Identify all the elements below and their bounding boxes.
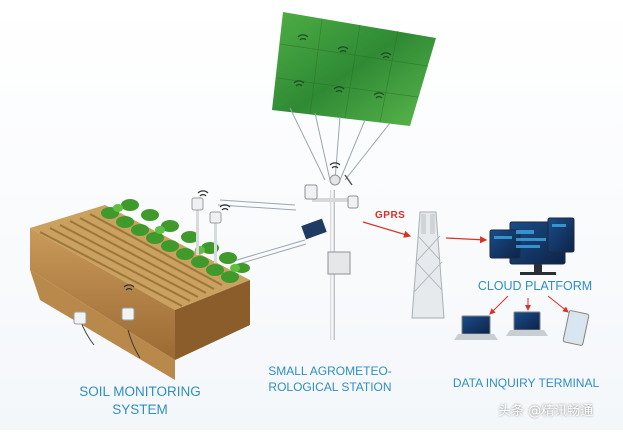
laptop-icon [454, 311, 548, 340]
station-line2: ROLOGICAL STATION [268, 380, 392, 395]
drone-map [272, 12, 436, 126]
gprs-arrow [362, 221, 412, 238]
soil-field [30, 199, 250, 380]
gprs-tower-icon [411, 211, 445, 319]
sensor-links [217, 199, 307, 267]
weather-station-icon [301, 174, 359, 340]
tablet-icon [562, 310, 590, 346]
data-inquiry-terminal-label: DATA INQUIRY TERMINAL [452, 376, 600, 390]
signal-beams [289, 107, 391, 181]
monitor-icon [489, 217, 575, 275]
soil-monitoring-line1: SOIL MONITORING [79, 384, 201, 399]
wifi-signal-icon [123, 190, 231, 291]
station-line1: SMALL AGROMETEO- [268, 364, 392, 378]
wifi-signal-icon [329, 162, 341, 169]
gprs-label: GPRS [375, 210, 406, 221]
cloud-arrow [445, 236, 488, 244]
terminal-arrows [489, 295, 569, 315]
soil-monitoring-line2: SYSTEM [112, 402, 168, 418]
sensor-pole-icon [73, 197, 222, 325]
cloud-platform-label: CLOUD PLATFORM [477, 279, 593, 293]
soil-monitoring-caption: SOIL MONITORING SYSTEM [60, 383, 220, 419]
station-caption: SMALL AGROMETEO- ROLOGICAL STATION [250, 363, 410, 395]
watermark: 头条 @精讯畅通 [498, 404, 594, 419]
